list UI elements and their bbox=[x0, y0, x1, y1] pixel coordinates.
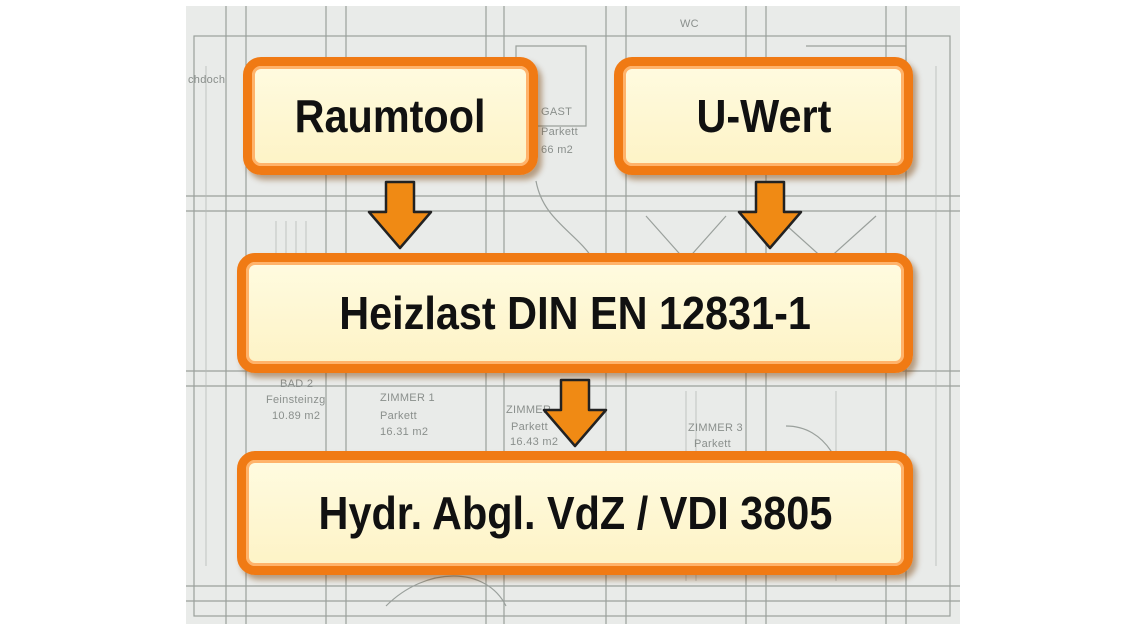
node-heizlast: Heizlast DIN EN 12831-1 bbox=[237, 253, 913, 373]
plan-label: ZIMMER bbox=[506, 404, 552, 416]
plan-label: 66 m2 bbox=[541, 144, 574, 156]
plan-label: Parkett bbox=[380, 410, 417, 422]
node-label: U-Wert bbox=[696, 90, 831, 142]
arrow-down-icon bbox=[737, 180, 803, 250]
node-label: Heizlast DIN EN 12831-1 bbox=[339, 287, 811, 339]
plan-label: chdoch bbox=[188, 74, 226, 86]
plan-label: Parkett bbox=[511, 421, 548, 433]
plan-label: Parkett bbox=[541, 126, 578, 138]
plan-label: 10.89 m2 bbox=[272, 410, 321, 422]
plan-label: WC bbox=[680, 18, 699, 30]
node-label: Raumtool bbox=[295, 90, 486, 142]
plan-label: ZIMMER 1 bbox=[380, 392, 435, 404]
plan-label: 16.31 m2 bbox=[380, 426, 429, 438]
arrow-down-icon bbox=[542, 378, 608, 448]
plan-label: BAD 2 bbox=[280, 378, 314, 390]
arrow-down-icon bbox=[367, 180, 433, 250]
node-raumtool: Raumtool bbox=[243, 57, 538, 175]
plan-label: 16.43 m2 bbox=[510, 436, 559, 448]
plan-label: GAST bbox=[541, 106, 573, 118]
node-hydr-abgleich: Hydr. Abgl. VdZ / VDI 3805 bbox=[237, 451, 913, 575]
plan-label: Parkett bbox=[694, 438, 731, 450]
plan-label: ZIMMER 3 bbox=[688, 422, 743, 434]
node-label: Hydr. Abgl. VdZ / VDI 3805 bbox=[318, 487, 832, 539]
plan-label: Feinsteinzg bbox=[266, 394, 326, 406]
node-u-wert: U-Wert bbox=[614, 57, 913, 175]
